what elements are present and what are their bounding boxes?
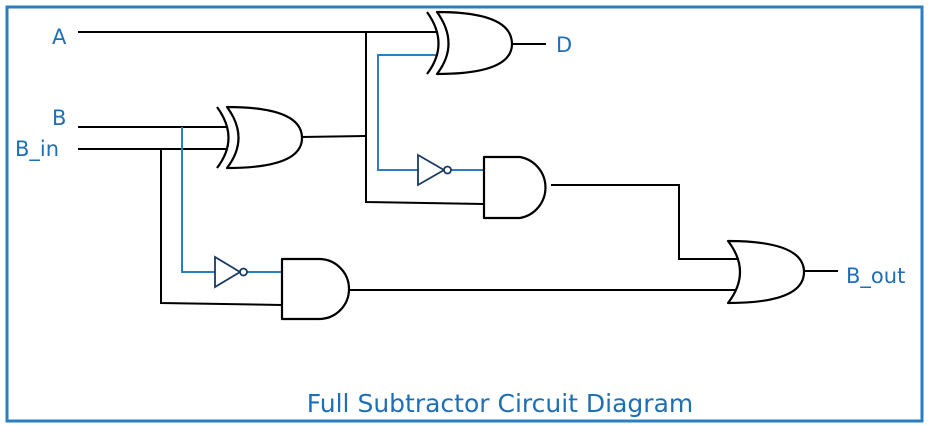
diagram-frame: [5, 5, 924, 423]
diagram-title: Full Subtractor Circuit Diagram: [307, 389, 694, 418]
not-gate-1: [417, 153, 452, 187]
not-gate-2: [214, 255, 248, 289]
wire-b-to-not2: [181, 127, 215, 273]
wire-xor2-to-xor1: [377, 54, 438, 136]
xor-gate-1: [426, 10, 514, 76]
label-a: A: [52, 25, 67, 49]
wire-and1-out: [551, 184, 739, 260]
or-gate: [726, 239, 806, 305]
wire-xor2-out: [300, 135, 367, 138]
label-b: B: [52, 106, 66, 130]
and-gate-2: [280, 257, 351, 321]
label-d: D: [556, 33, 572, 57]
xor-gate-2: [216, 105, 304, 170]
and-gate-1: [482, 155, 547, 220]
wire-a-branch: [365, 32, 485, 205]
label-bout: B_out: [846, 264, 905, 289]
wire-bin-branch: [160, 149, 283, 306]
label-bin: B_in: [15, 137, 59, 162]
wire-xor2-to-not1: [377, 136, 418, 171]
